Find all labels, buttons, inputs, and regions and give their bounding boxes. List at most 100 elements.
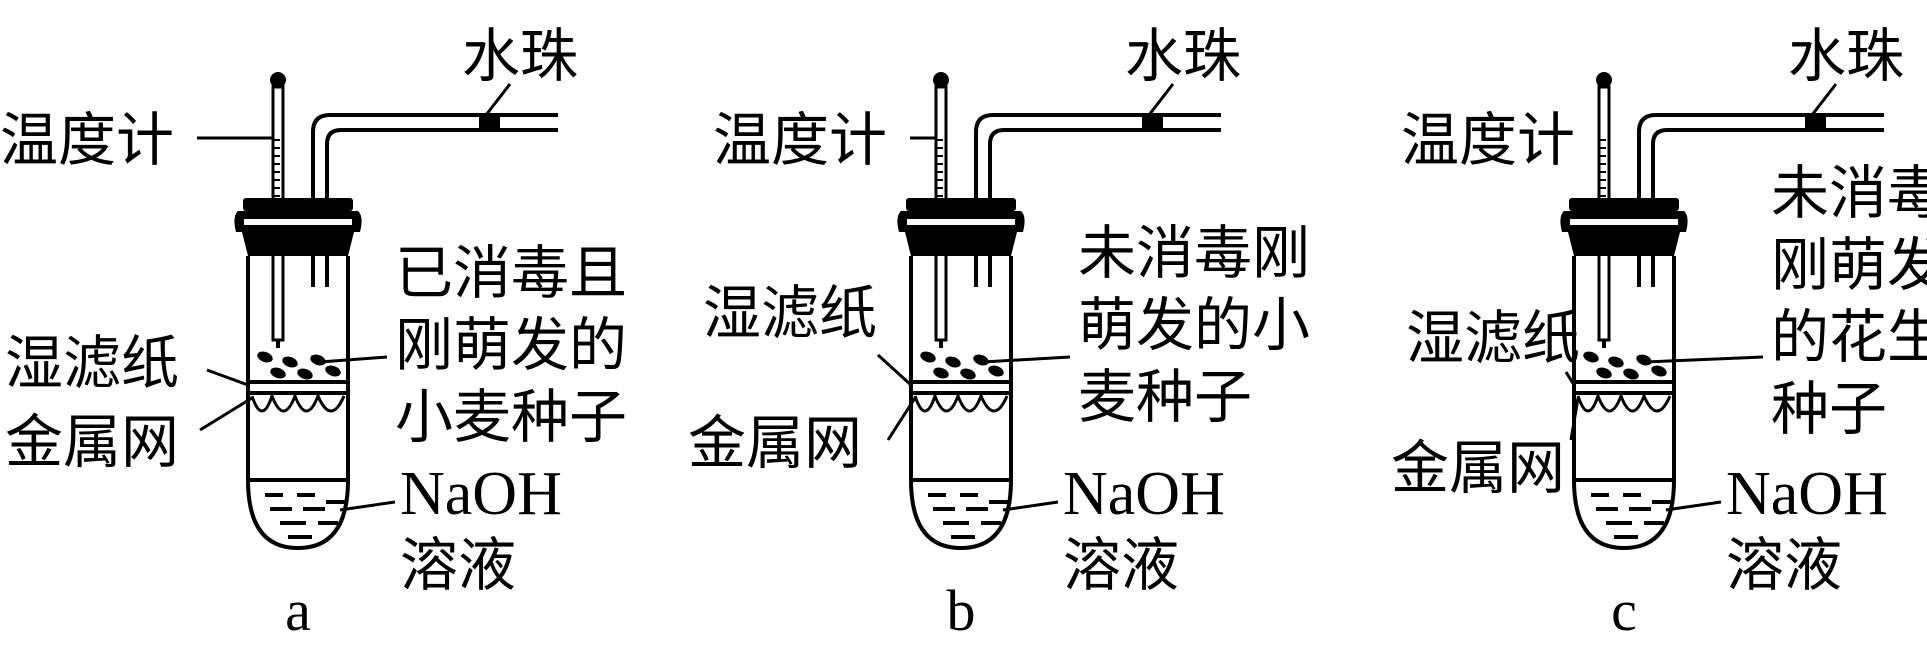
solution-label-text: 溶液 xyxy=(1726,531,1842,599)
tube-inner-wall xyxy=(325,128,558,287)
bent-glass-tube xyxy=(1637,83,1884,287)
mesh-leader-line xyxy=(199,396,253,432)
seed-label-line: 未消毒 xyxy=(1771,159,1927,227)
metal-mesh xyxy=(1576,391,1672,413)
seed xyxy=(310,354,326,366)
mesh-label: 金属网 xyxy=(1391,434,1565,502)
panel-caption: a xyxy=(285,578,311,643)
mesh-label: 金属网 xyxy=(5,408,179,476)
solution-leader-line xyxy=(1002,500,1059,512)
filter-paper-label: 湿滤纸 xyxy=(1406,304,1580,372)
metal-mesh xyxy=(250,391,346,413)
thermometer-tip xyxy=(939,340,943,348)
metal-mesh xyxy=(913,391,1009,413)
stopper-body xyxy=(897,211,1025,256)
rubber-stopper xyxy=(897,198,1025,256)
panel-caption: c xyxy=(1611,578,1637,643)
seed-label-line: 小麦种子 xyxy=(395,383,627,451)
stopper-body xyxy=(1560,211,1688,256)
seed xyxy=(1583,351,1599,363)
seed xyxy=(297,368,313,380)
thermometer-bulb-top xyxy=(933,72,949,88)
solution-label-formula: NaOH xyxy=(1726,460,1888,528)
tube-outer-wall xyxy=(974,113,1221,287)
tube-inner-wall xyxy=(1651,128,1884,287)
mesh-label: 金属网 xyxy=(688,409,862,477)
tube-inner-wall xyxy=(988,128,1221,287)
rubber-stopper xyxy=(1560,198,1688,256)
solution-leader-line xyxy=(339,500,396,512)
rubber-stopper xyxy=(234,198,362,256)
thermometer-label: 温度计 xyxy=(713,106,887,174)
filter-paper-label: 湿滤纸 xyxy=(5,329,179,397)
seed-leader-line xyxy=(982,355,1071,364)
mesh-leader-line xyxy=(1569,397,1580,441)
seed-label-line: 刚萌发的 xyxy=(395,311,627,379)
seed xyxy=(270,367,286,379)
seed-leader-line xyxy=(319,355,388,364)
water-droplet xyxy=(479,115,500,130)
stopper-band xyxy=(907,219,1015,225)
droplet-label: 水珠 xyxy=(462,22,578,90)
thermometer-label: 温度计 xyxy=(0,106,174,174)
thermometer-bulb-top xyxy=(1596,72,1612,88)
thermometer-tip xyxy=(276,340,280,348)
test-tube xyxy=(909,256,1013,551)
filter-paper-leader-line xyxy=(206,368,249,387)
droplet-label: 水珠 xyxy=(1125,22,1241,90)
droplet-leader-line xyxy=(1147,83,1175,116)
bent-glass-tube xyxy=(311,83,558,287)
solution-label-text: 溶液 xyxy=(400,531,516,599)
tube-outer-wall xyxy=(311,113,558,287)
water-droplet xyxy=(1805,115,1826,130)
filter-paper-leader-line xyxy=(876,353,913,387)
test-tube xyxy=(246,256,350,551)
stopper-top xyxy=(906,198,1016,211)
stopper-band xyxy=(244,219,352,225)
stopper-top xyxy=(1569,198,1679,211)
stopper-body xyxy=(234,211,362,256)
seed xyxy=(973,354,989,366)
filter-paper-leader-line xyxy=(1564,371,1576,386)
thermometer-tip xyxy=(1602,340,1606,348)
seed xyxy=(282,356,298,368)
thermometer-label: 温度计 xyxy=(1401,106,1575,174)
seed xyxy=(1608,356,1624,368)
seed-label-line: 萌发的小 xyxy=(1078,291,1310,359)
tube-outer-wall xyxy=(1637,113,1884,287)
droplet-leader-line xyxy=(1810,83,1838,116)
water-droplet xyxy=(1142,115,1163,130)
seed-label-line: 种子 xyxy=(1771,375,1887,443)
seed-label-line: 麦种子 xyxy=(1078,363,1252,431)
thermometer-bulb-top xyxy=(270,72,286,88)
seed-label-line: 已消毒且 xyxy=(395,239,627,307)
droplet-label: 水珠 xyxy=(1788,22,1904,90)
seed xyxy=(325,365,341,377)
seed xyxy=(960,368,976,380)
stopper-band xyxy=(1570,219,1678,225)
seed xyxy=(945,356,961,368)
solution-label-formula: NaOH xyxy=(400,460,562,528)
mesh-leader-line xyxy=(886,397,917,441)
seed xyxy=(920,351,936,363)
seed xyxy=(1623,368,1639,380)
seed xyxy=(1596,367,1612,379)
filter-paper-label: 湿滤纸 xyxy=(703,279,877,347)
droplet-leader-line xyxy=(484,83,512,116)
solution-leader-line xyxy=(1665,500,1722,512)
solution-label-formula: NaOH xyxy=(1063,460,1225,528)
seed xyxy=(988,365,1004,377)
seed-leader-line xyxy=(1645,355,1764,364)
solution-label-text: 溶液 xyxy=(1063,531,1179,599)
seed xyxy=(257,351,273,363)
seed-label-line: 刚萌发 xyxy=(1771,231,1927,299)
seed xyxy=(933,367,949,379)
seed-label-line: 未消毒刚 xyxy=(1078,219,1310,287)
seed xyxy=(1636,354,1652,366)
panel-caption: b xyxy=(947,578,976,643)
